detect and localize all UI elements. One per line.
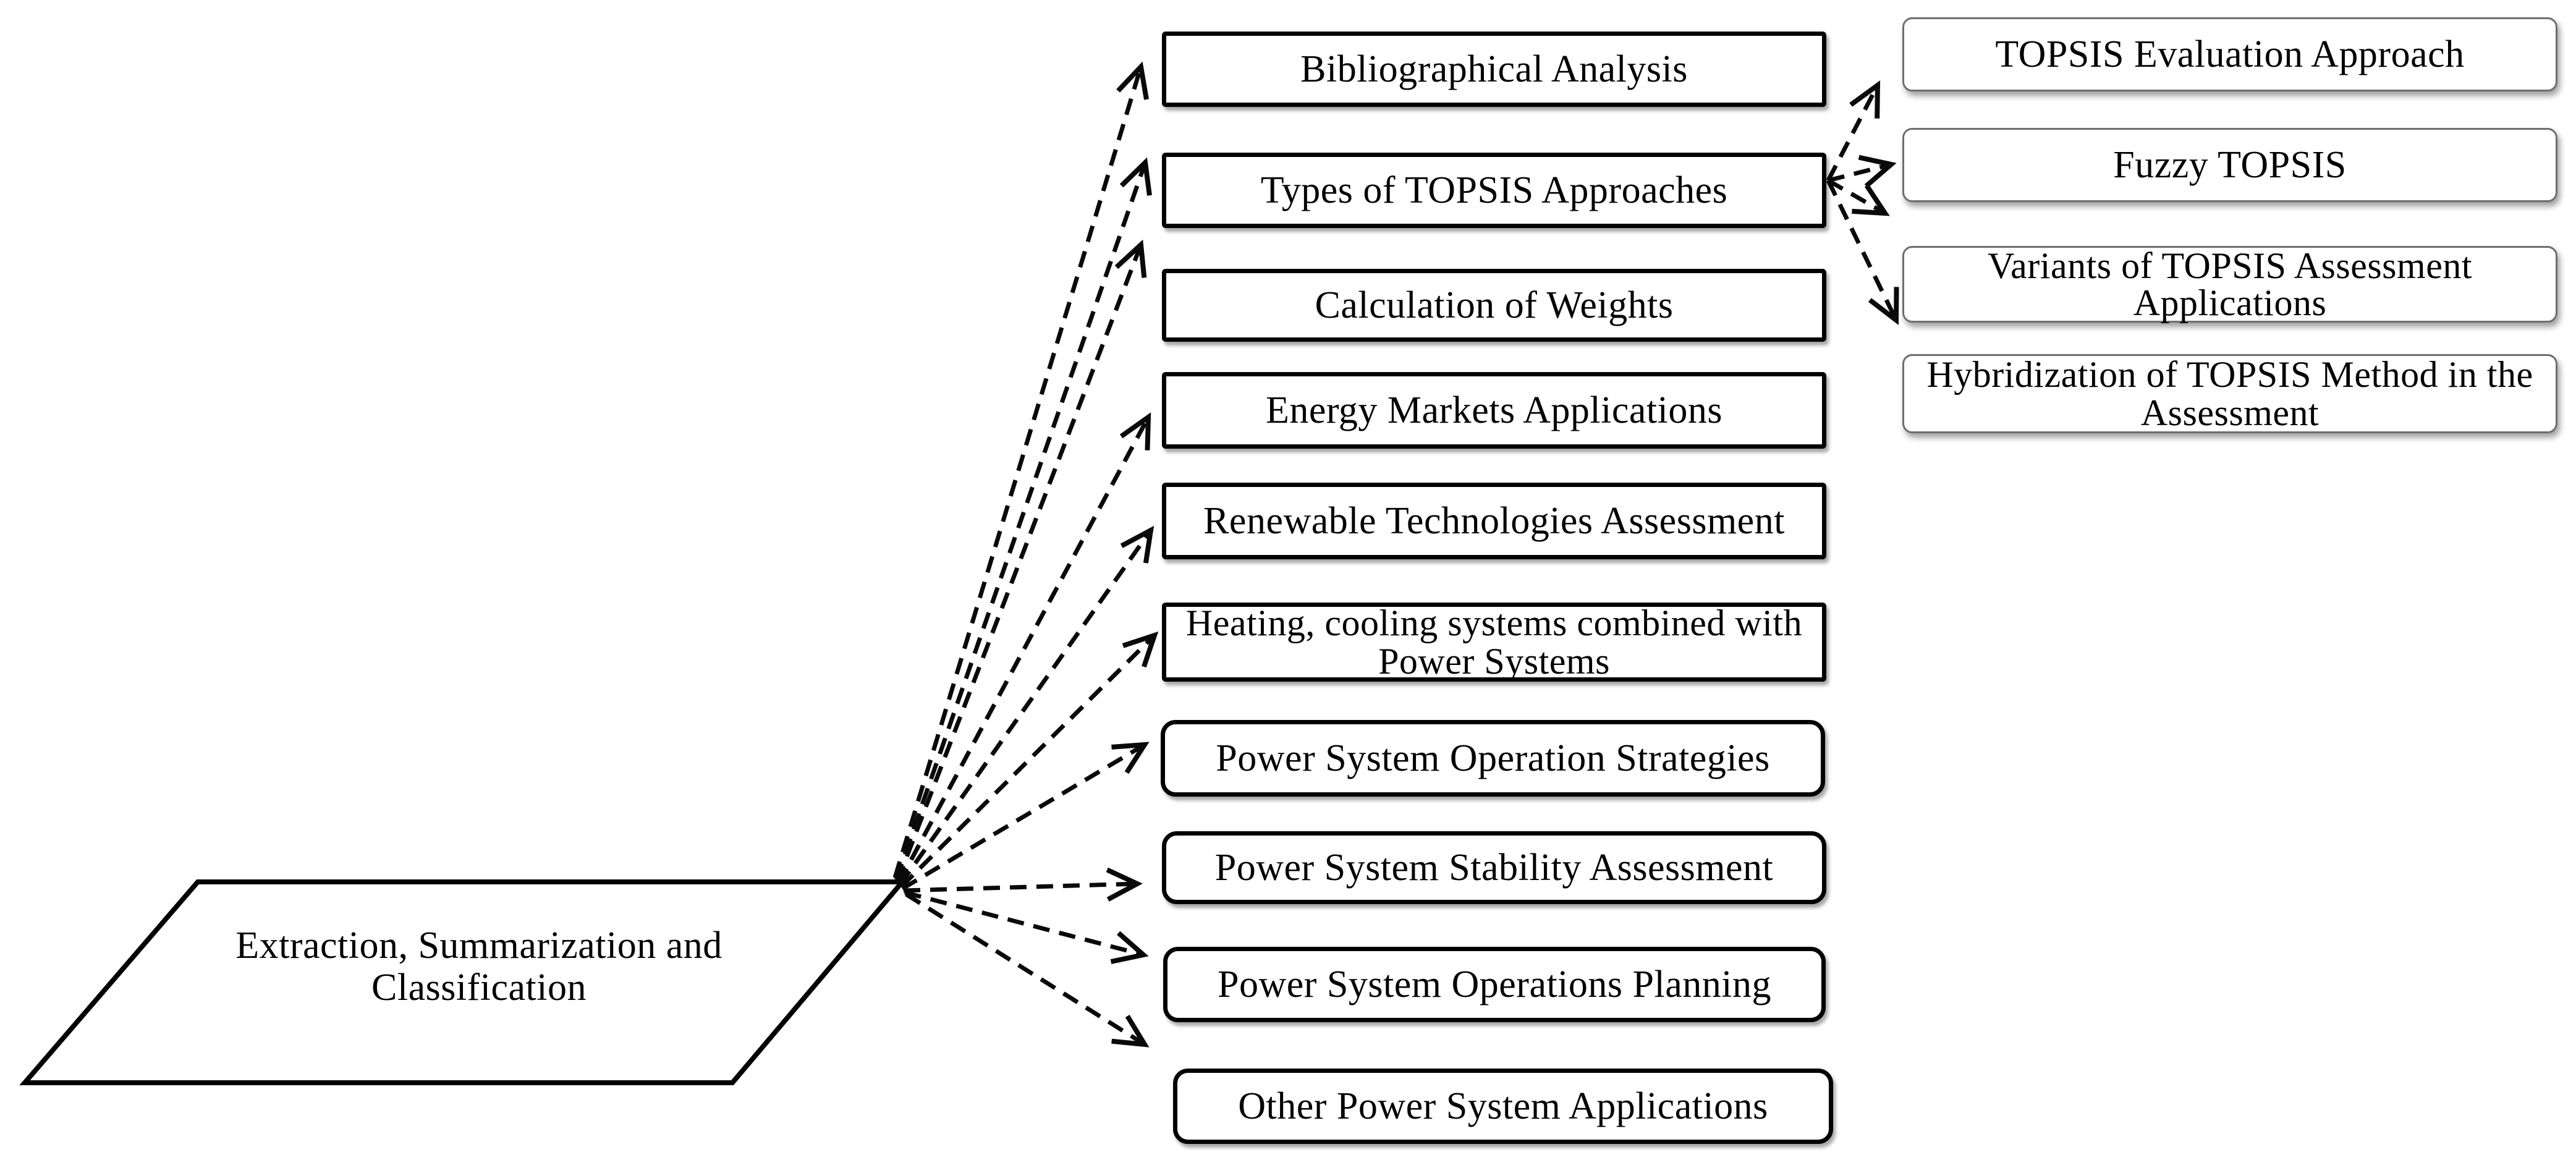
arrow-types-to-topsis-evaluation-approach: [1826, 80, 1881, 182]
node-heating-cooling-systems: Heating, cooling systems combined with P…: [1162, 603, 1826, 682]
arrow-extraction-to-heating-cooling-systems: [899, 631, 1159, 889]
arrow-extraction-to-power-system-stability-assessment: [903, 867, 1143, 902]
node-bibliographical-analysis: Bibliographical Analysis: [1162, 32, 1826, 107]
node-label: Energy Markets Applications: [1265, 389, 1722, 431]
node-label: Bibliographical Analysis: [1300, 48, 1688, 90]
node-types-of-topsis-approaches: Types of TOPSIS Approaches: [1162, 153, 1826, 228]
node-topsis-evaluation-approach: TOPSIS Evaluation Approach: [1902, 17, 2557, 91]
node-label: Power System Stability Assessment: [1214, 847, 1774, 889]
node-power-system-stability-assessment: Power System Stability Assessment: [1162, 831, 1826, 904]
node-label: Fuzzy TOPSIS: [2113, 144, 2347, 186]
arrow-extraction-to-bibliographical-analysis: [892, 61, 1149, 879]
arrow-extraction-to-power-system-operation-strategies: [901, 742, 1150, 891]
node-label: Power System Operations Planning: [1218, 963, 1771, 1005]
node-label: Other Power System Applications: [1238, 1085, 1768, 1127]
arrow-extraction-to-types-of-topsis-approaches: [894, 157, 1152, 881]
node-label: Power System Operation Strategies: [1216, 737, 1770, 779]
node-extraction-label: Extraction, Summarization and Classifica…: [235, 925, 722, 1009]
arrow-types-to-hybridization-of-topsis: [1826, 179, 1899, 326]
node-calculation-of-weights: Calculation of Weights: [1162, 269, 1826, 342]
arrow-types-to-variants-of-topsis: [1827, 178, 1890, 216]
arrow-types-to-fuzzy-topsis: [1828, 155, 1897, 188]
node-label: Types of TOPSIS Approaches: [1260, 169, 1728, 211]
node-label: TOPSIS Evaluation Approach: [1995, 33, 2465, 75]
node-fuzzy-topsis: Fuzzy TOPSIS: [1902, 128, 2557, 202]
extraction-parallelogram-shape: [19, 879, 908, 1085]
node-label: Renewable Technologies Assessment: [1203, 500, 1785, 542]
node-other-power-system-applications: Other Power System Applications: [1173, 1069, 1833, 1144]
node-energy-markets-applications: Energy Markets Applications: [1162, 372, 1826, 449]
node-label: Variants of TOPSIS Assessment Applicatio…: [1987, 245, 2472, 323]
node-label: Calculation of Weights: [1315, 284, 1674, 326]
arrow-extraction-to-calculation-of-weights: [895, 239, 1147, 883]
arrow-extraction-to-renewable-technologies-assessment: [898, 525, 1155, 887]
arrow-extraction-to-power-system-operations-planning: [904, 890, 1149, 964]
arrow-extraction-to-energy-markets-applications: [896, 412, 1151, 884]
node-hybridization-of-topsis: Hybridization of TOPSIS Method in the As…: [1902, 354, 2557, 433]
node-label: Hybridization of TOPSIS Method in the As…: [1926, 354, 2533, 433]
arrow-extraction-to-other-power-system-applications: [905, 892, 1150, 1048]
node-label: Heating, cooling systems combined with P…: [1185, 603, 1803, 682]
node-power-system-operations-planning: Power System Operations Planning: [1163, 947, 1826, 1022]
node-variants-of-topsis: Variants of TOPSIS Assessment Applicatio…: [1902, 246, 2557, 323]
node-renewable-technologies-assessment: Renewable Technologies Assessment: [1162, 483, 1826, 559]
node-power-system-operation-strategies: Power System Operation Strategies: [1161, 720, 1825, 797]
